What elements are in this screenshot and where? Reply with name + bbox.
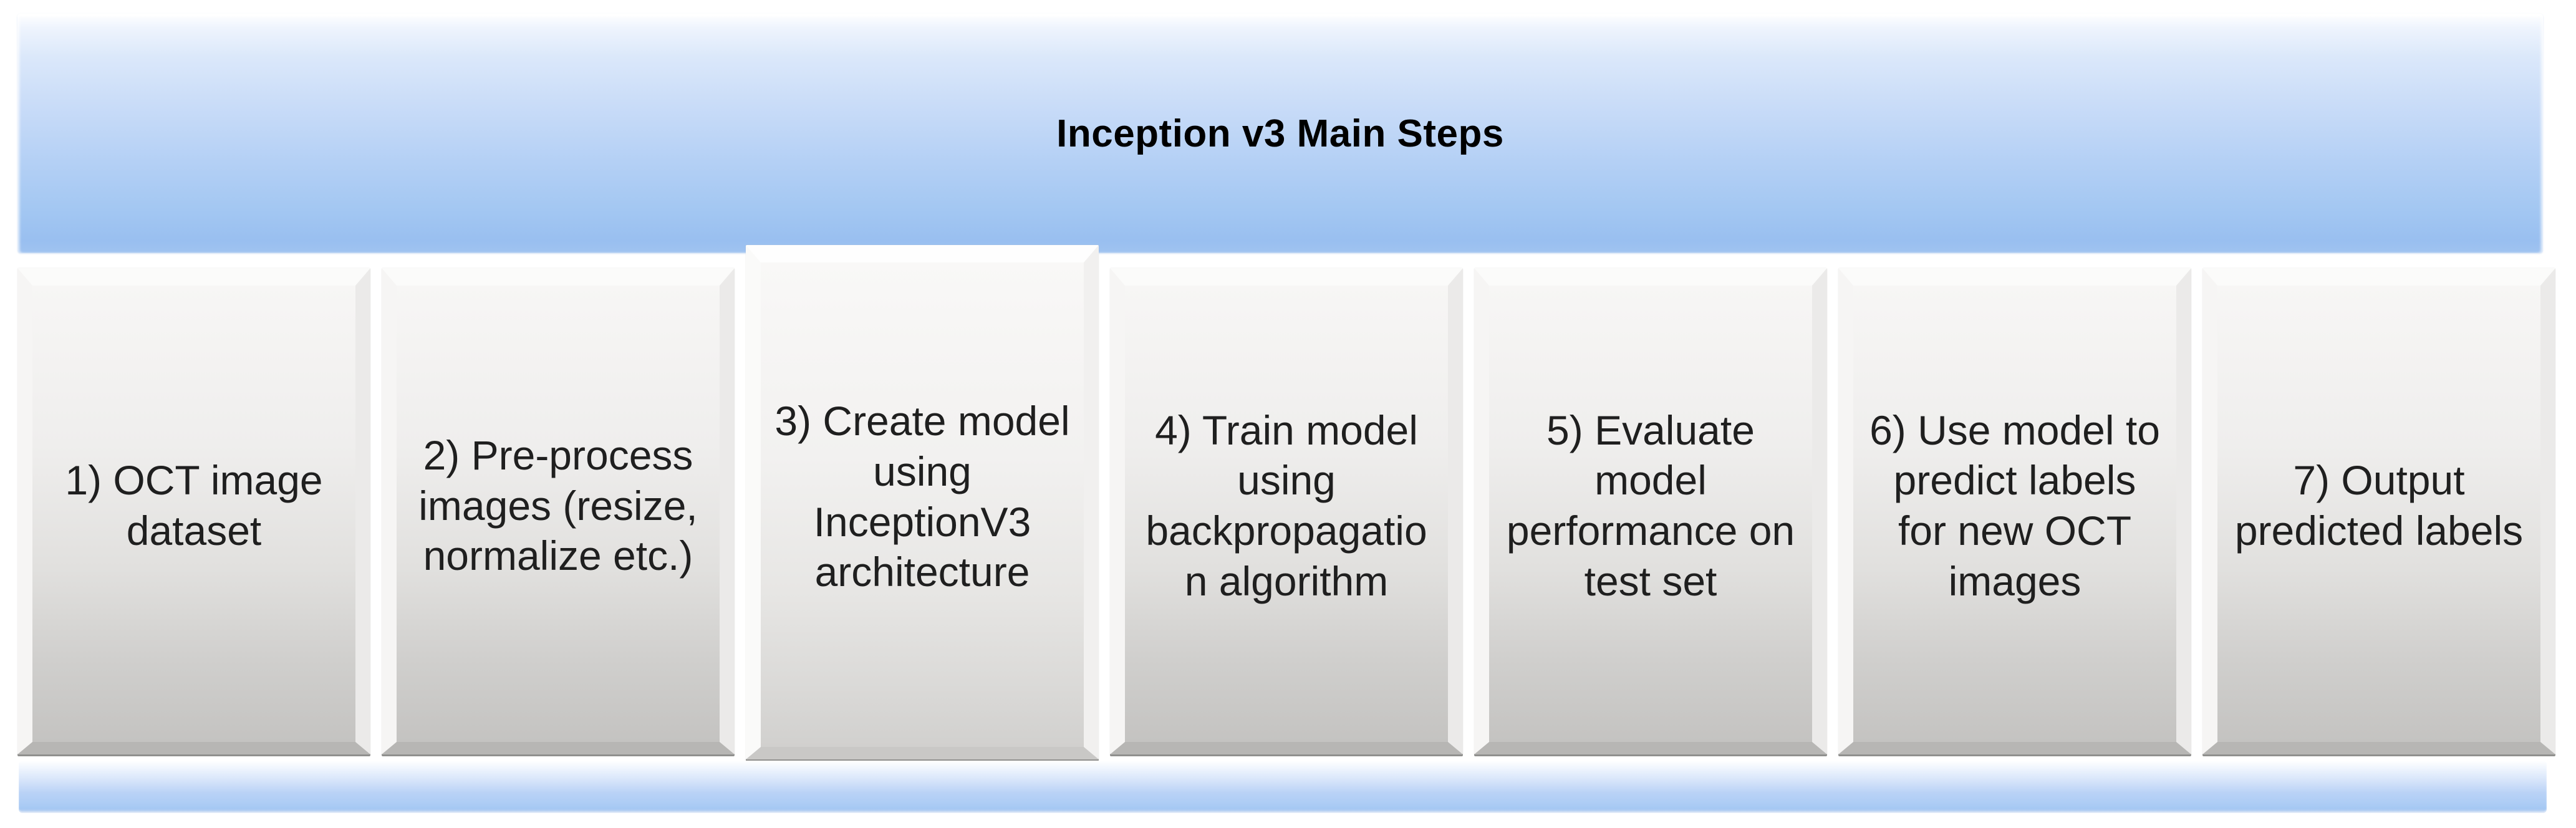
step-label-7: 7) Output predicted labels xyxy=(2234,457,2524,554)
bottom-bar xyxy=(19,761,2547,813)
step-label-4: 4) Train model using backpropagatio n al… xyxy=(1146,407,1427,604)
step-box-2: 2) Pre-process images (resize, normalize… xyxy=(382,268,735,754)
step-box-3: 3) Create model using InceptionV3 archit… xyxy=(746,245,1099,759)
header-banner: Inception v3 Main Steps xyxy=(17,14,2543,253)
step-box-5: 5) Evaluate model performance on test se… xyxy=(1474,268,1827,754)
step-box-1: 1) OCT image dataset xyxy=(17,268,370,754)
step-box-7: 7) Output predicted labels xyxy=(2202,268,2555,754)
step-label-3: 3) Create model using InceptionV3 archit… xyxy=(774,398,1070,595)
step-label-1: 1) OCT image dataset xyxy=(65,457,323,554)
step-label-5: 5) Evaluate model performance on test se… xyxy=(1506,407,1795,604)
step-box-6: 6) Use model to predict labels for new O… xyxy=(1838,268,2191,754)
step-box-4: 4) Train model using backpropagatio n al… xyxy=(1110,268,1463,754)
step-label-2: 2) Pre-process images (resize, normalize… xyxy=(418,432,698,579)
steps-row: 1) OCT image dataset 2) Pre-process imag… xyxy=(17,245,2555,759)
diagram-title: Inception v3 Main Steps xyxy=(1056,112,1504,155)
step-label-6: 6) Use model to predict labels for new O… xyxy=(1869,407,2160,604)
